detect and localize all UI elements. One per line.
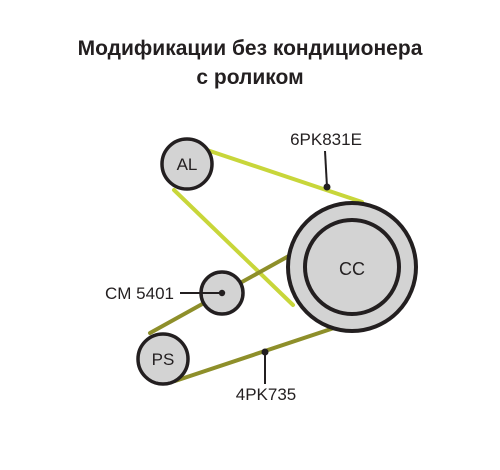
pulley-ps-label: PS (152, 350, 175, 369)
pulley-al: AL (160, 137, 214, 191)
pulley-ps-circle (136, 332, 190, 386)
pulley-cc: CC (286, 201, 418, 333)
leader-6pk831e-line (324, 150, 328, 188)
leader-4pk735: 4PK735 (236, 348, 297, 404)
leader-cm5401: CM 5401 (105, 284, 220, 303)
pulley-cc-inner (303, 218, 401, 316)
idler-center-dot (218, 289, 226, 297)
belt-6pk831e (172, 141, 364, 307)
pulley-ps: PS (136, 332, 190, 386)
belt-6pk831e-lower-span (172, 188, 295, 307)
leader-6pk831e: 6PK831E (290, 130, 362, 191)
label-4pk735: 4PK735 (236, 385, 297, 404)
title-line-2: с роликом (196, 66, 304, 89)
pulley-al-circle (160, 137, 214, 191)
leader-6pk831e-dot (323, 183, 331, 191)
pulley-cc-label: CC (339, 259, 365, 279)
diagram-title: Модификации без кондиционера с роликом (0, 34, 500, 92)
label-6pk831e: 6PK831E (290, 130, 362, 149)
pulley-al-label: AL (177, 155, 198, 174)
belt-6pk831e-upper-span (184, 141, 364, 204)
label-cm5401: CM 5401 (105, 284, 174, 303)
title-line-1: Модификации без кондиционера (77, 37, 423, 60)
